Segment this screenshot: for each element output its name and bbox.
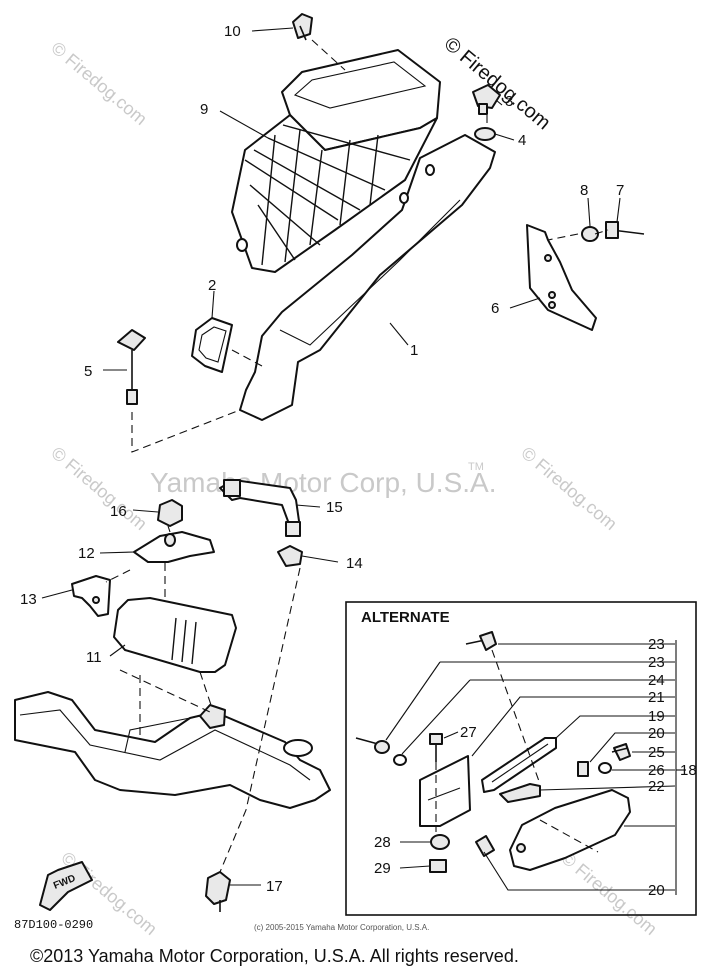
part-7-screw: [605, 221, 645, 239]
part-8-nut: [581, 226, 599, 242]
firedog-watermark: © Firedog.com: [517, 443, 620, 534]
center-watermark: Yamaha Motor Corp, U.S.A.: [150, 467, 497, 498]
firedog-watermark: © Firedog.com: [47, 38, 150, 129]
part-28-grommet: [430, 834, 450, 850]
callout-22: 22: [648, 778, 665, 795]
tm-mark: TM: [468, 461, 484, 473]
callout-20: 20: [648, 725, 665, 742]
alternate-title: ALTERNATE: [361, 609, 450, 626]
part-27-bolt: [429, 733, 443, 762]
firedog-watermark-dark: © Firedog.com: [440, 33, 555, 134]
part-15-strap: [219, 479, 301, 537]
callout-18: 18: [680, 762, 697, 779]
callout-2: 2: [208, 277, 216, 294]
part-26-washer: [598, 762, 612, 774]
callout-26: 26: [648, 762, 665, 779]
copyright-footer: ©2013 Yamaha Motor Corporation, U.S.A. A…: [30, 946, 519, 966]
part-24-washer: [393, 754, 407, 766]
callout-14: 14: [346, 555, 363, 572]
callout-8: 8: [580, 182, 588, 199]
callout-25: 25: [648, 744, 665, 761]
callout-13: 13: [20, 591, 37, 608]
part-17-fastener: [205, 871, 231, 912]
callout-17: 17: [266, 878, 283, 895]
callout-labels: 10 9 3 4 8 7 6 2 1 5 16 15 12 14 13 11 1…: [20, 23, 697, 899]
part-13-bracket: [71, 575, 111, 617]
callout-5: 5: [84, 363, 92, 380]
part-10-wing-bolt: [292, 13, 313, 41]
part-4-grommet: [474, 127, 496, 141]
part-11-pouch: [113, 597, 237, 673]
part-9-toolbox: [231, 49, 441, 273]
callout-29: 29: [374, 860, 391, 877]
part-22-bracket: [499, 783, 541, 803]
callout-4: 4: [518, 132, 526, 149]
alternate-plate: [419, 755, 471, 827]
fwd-arrow: FWD: [39, 861, 93, 911]
part-23-screw-left: [355, 737, 390, 754]
part-16-grommet: [157, 499, 183, 527]
part-1-bracket: [239, 134, 496, 421]
part-2-gasket: [191, 317, 233, 373]
callout-28: 28: [374, 834, 391, 851]
alternate-pouch: [509, 789, 631, 871]
leader-lines: [41, 27, 686, 895]
diagram-code: 87D100-0290: [14, 918, 93, 932]
callout-7: 7: [616, 182, 624, 199]
callout-23: 23: [648, 654, 665, 671]
callout-3: 3: [505, 93, 513, 110]
callout-11: 11: [86, 649, 102, 666]
callout-6: 6: [491, 300, 499, 317]
part-29-nut: [429, 859, 447, 873]
callout-20-bottom: 20: [648, 882, 665, 899]
part-25-screw: [611, 743, 631, 761]
callout-27: 27: [460, 724, 477, 741]
callout-10: 10: [224, 23, 241, 40]
frame-chassis: [14, 691, 331, 809]
callout-19: 19: [648, 708, 665, 725]
callout-16: 16: [110, 503, 127, 520]
callout-12: 12: [78, 545, 95, 562]
firedog-watermark: © Firedog.com: [47, 443, 150, 534]
part-20-nut: [577, 761, 589, 777]
part-12-bracket: [133, 531, 215, 563]
part-14-clip: [277, 545, 303, 567]
part-19-rail: [481, 737, 557, 793]
callout-1: 1: [410, 342, 418, 359]
callout-9: 9: [200, 101, 208, 118]
part-23-screw: [465, 631, 497, 651]
callout-15: 15: [326, 499, 343, 516]
callout-23-top: 23: [648, 636, 665, 653]
callout-21: 21: [648, 689, 665, 706]
callout-24: 24: [648, 672, 665, 689]
part-3-knob: [472, 84, 501, 115]
part-20-clip: [475, 835, 495, 857]
part-6-plate: [526, 224, 597, 331]
alternate-box: ALTERNATE: [345, 601, 697, 916]
firedog-watermark: © Firedog.com: [557, 848, 660, 939]
small-copyright: (c) 2005-2015 Yamaha Motor Corporation, …: [254, 923, 429, 932]
part-5-bolt: [117, 329, 146, 405]
